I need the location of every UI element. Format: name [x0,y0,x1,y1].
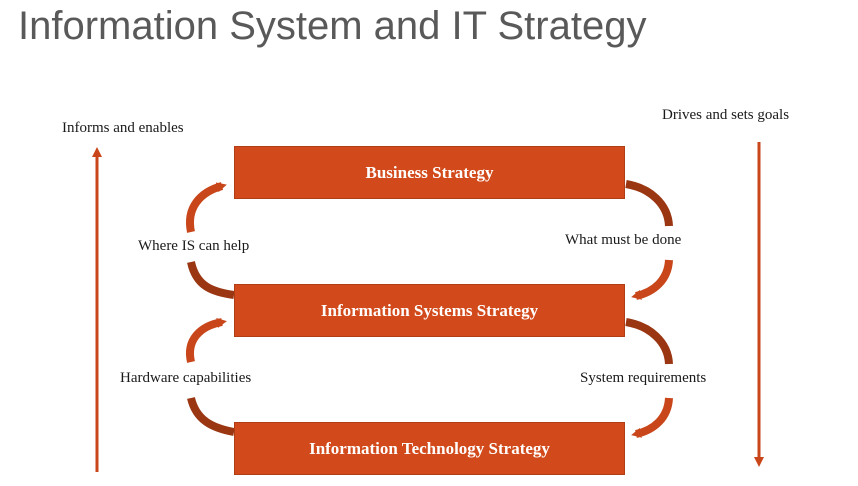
right-lower-curve-top [625,318,673,365]
what-must-be-done-label: What must be done [565,232,682,248]
right-upper-curve-top [625,180,673,227]
where-is-can-help-label: Where IS can help [138,238,250,254]
right-lower-curve-bottom [631,397,673,438]
informs-enables-label: Informs and enables [62,120,184,136]
information-systems-strategy-box: Information Systems Strategy [234,284,625,337]
left-upper-curve-bottom [187,260,235,299]
business-strategy-box: Business Strategy [234,146,625,199]
information-technology-strategy-box: Information Technology Strategy [234,422,625,475]
left-lower-curve-top [186,317,227,363]
drives-sets-goals-label: Drives and sets goals [662,107,790,123]
page-title: Information System and IT Strategy [18,4,647,48]
left-lower-curve-bottom [187,396,235,436]
hardware-capabilities-label: Hardware capabilities [120,370,252,386]
system-requirements-label: System requirements [580,370,707,386]
left-upper-curve-top [186,182,227,233]
right-upper-curve-bottom [631,259,673,300]
